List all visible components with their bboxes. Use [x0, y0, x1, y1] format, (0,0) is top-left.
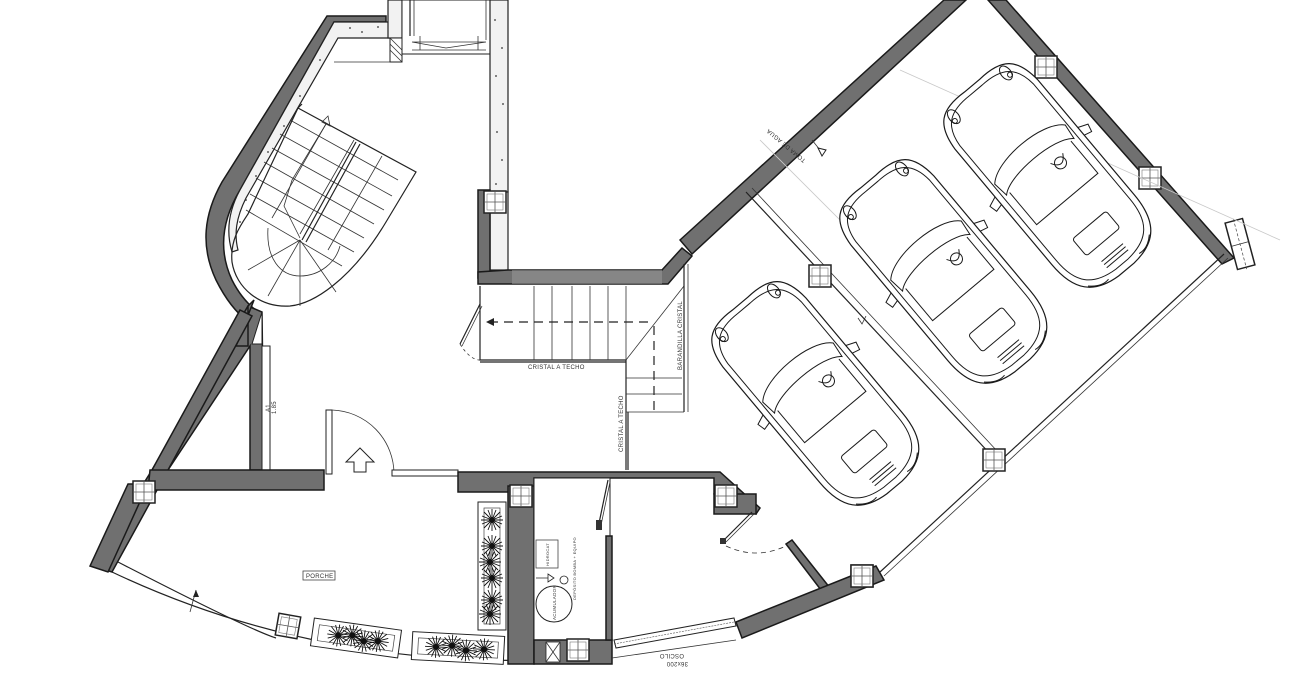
planter-east — [477, 501, 507, 631]
water-tap-icon — [817, 147, 827, 157]
spiral-staircase — [231, 103, 417, 307]
porch-north-wall — [147, 469, 325, 491]
glass-to-ceiling-vertical-label: CRISTAL A TECHO — [619, 395, 625, 452]
window-height-label-a: A1 — [266, 404, 272, 412]
planter-south-1 — [309, 617, 403, 659]
stair-hall-concrete-wall — [228, 21, 401, 253]
elevator-side-wall — [489, 0, 509, 193]
garage: TOMA DE AGUA — [678, 0, 1281, 588]
entrance-sidelight — [391, 469, 459, 477]
stair-direction-arrow-icon — [321, 115, 331, 127]
utility-block: HIDROCAT ACUMULADOR DEPÓSITO BOMBA + EQU… — [457, 471, 886, 666]
planter-south-2 — [410, 631, 506, 665]
window-dimension-label: 36x200 — [666, 660, 688, 666]
elevator-shaft — [401, 0, 491, 55]
heater-box — [535, 539, 559, 569]
tilt-window: OSCILO 36x200 — [611, 617, 737, 666]
heater-box-label: HIDROCAT — [545, 543, 550, 566]
utility-west-wall — [507, 485, 535, 665]
garage-door-track — [879, 253, 1225, 573]
window-height-value: 1.85 — [272, 401, 278, 414]
main-entrance[interactable] — [325, 409, 459, 477]
porch: PORCHE — [111, 501, 613, 665]
stair-hall: A1 1.85 — [150, 0, 694, 471]
water-heater-label: DEPÓSITO BOMBA + EQUIPO — [572, 537, 577, 600]
garage-northwest-wall — [678, 0, 968, 256]
straight-staircase: CRISTAL A TECHO CRISTAL A TECHO BARANDIL… — [459, 264, 689, 470]
glass-to-ceiling-label: CRISTAL A TECHO — [528, 365, 585, 371]
accumulator-label: ACUMULADOR — [552, 585, 557, 620]
entrance-arrow-icon — [344, 447, 376, 473]
porch-label: PORCHE — [306, 574, 333, 580]
window-type-label: OSCILO — [659, 652, 684, 658]
glass-railing-label: BARANDILLA CRISTAL — [678, 301, 684, 370]
accumulator-tank — [535, 585, 573, 623]
